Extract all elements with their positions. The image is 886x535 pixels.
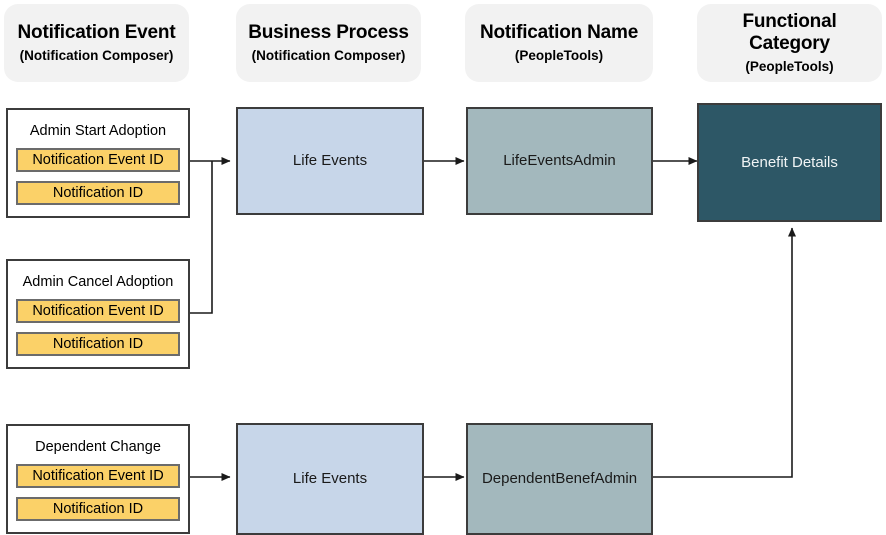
notification-name-label: LifeEventsAdmin	[503, 152, 616, 169]
connector-dependentbenefadmin-to-benefit-details	[653, 227, 796, 478]
column-header-title: Business Process	[248, 21, 409, 43]
event-field-notification-event-id[interactable]: Notification Event ID	[16, 299, 180, 323]
event-field-notification-id[interactable]: Notification ID	[16, 497, 180, 521]
process-box-label: Life Events	[292, 470, 368, 487]
event-card-title: Admin Start Adoption	[29, 123, 167, 139]
notification-name-box-dependentbenefadmin[interactable]: DependentBenefAdmin	[466, 423, 653, 535]
event-field-notification-event-id[interactable]: Notification Event ID	[16, 464, 180, 488]
process-box-life-events-top[interactable]: Life Events	[236, 107, 424, 215]
notification-name-box-lifeeventsadmin[interactable]: LifeEventsAdmin	[466, 107, 653, 215]
column-header-subtitle: (Notification Composer)	[19, 47, 174, 63]
column-header-subtitle: (PeopleTools)	[745, 58, 834, 74]
connector-cancel-adoption-to-life-events	[190, 161, 213, 314]
column-header-subtitle: (PeopleTools)	[514, 47, 604, 63]
column-header-functional-category: Functional Category (PeopleTools)	[697, 4, 882, 82]
process-box-life-events-bottom[interactable]: Life Events	[236, 423, 424, 535]
event-card-admin-cancel-adoption[interactable]: Admin Cancel Adoption Notification Event…	[6, 259, 190, 369]
functional-category-label: Benefit Details	[741, 153, 838, 171]
event-card-admin-start-adoption[interactable]: Admin Start Adoption Notification Event …	[6, 108, 190, 218]
column-header-subtitle: (Notification Composer)	[251, 47, 406, 63]
functional-category-box-benefit-details[interactable]: Benefit Details	[697, 103, 882, 222]
event-card-dependent-change[interactable]: Dependent Change Notification Event ID N…	[6, 424, 190, 534]
column-header-notification-event: Notification Event (Notification Compose…	[4, 4, 189, 82]
column-header-title: Notification Event	[17, 21, 176, 43]
event-field-notification-id[interactable]: Notification ID	[16, 332, 180, 356]
column-header-notification-name: Notification Name (PeopleTools)	[465, 4, 653, 82]
process-box-label: Life Events	[292, 152, 368, 169]
event-field-notification-id[interactable]: Notification ID	[16, 181, 180, 205]
event-field-notification-event-id[interactable]: Notification Event ID	[16, 148, 180, 172]
column-header-business-process: Business Process (Notification Composer)	[236, 4, 421, 82]
column-header-title: Notification Name	[479, 21, 639, 43]
event-card-title: Admin Cancel Adoption	[22, 274, 174, 290]
notification-name-label: DependentBenefAdmin	[481, 470, 638, 487]
column-header-title: Functional Category	[742, 10, 837, 54]
event-card-title: Dependent Change	[35, 439, 161, 455]
